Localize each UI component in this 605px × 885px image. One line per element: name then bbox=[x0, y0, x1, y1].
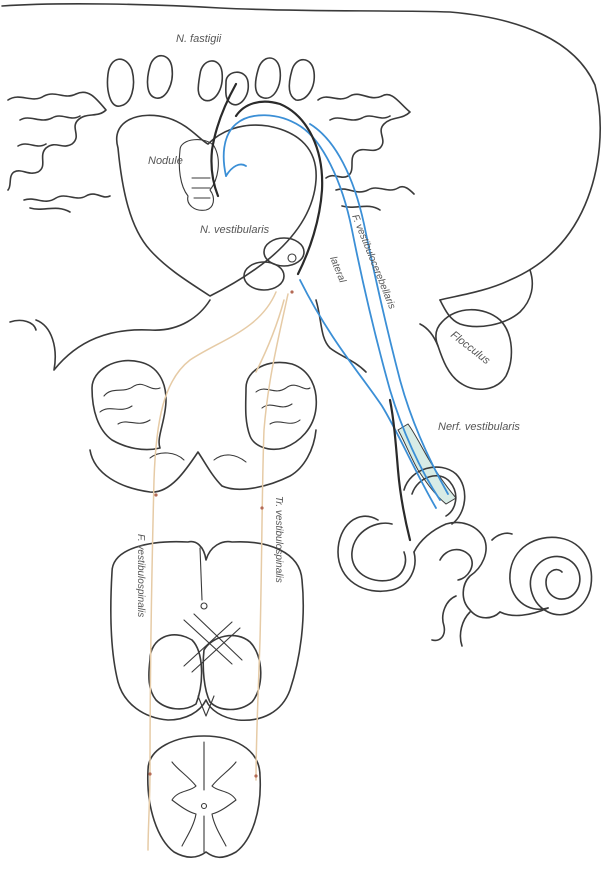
cerebellar-white-matter bbox=[117, 115, 316, 296]
label-nerv-vestibularis: Nerf. vestibularis bbox=[438, 421, 520, 433]
label-vestibulocerebellaris: F. vestibulocerebellaris bbox=[349, 213, 397, 311]
label-lateral: lateral bbox=[327, 255, 348, 285]
brainstem-left-edge bbox=[10, 320, 36, 330]
label-vestibulospinal-left: F. vestibulospinalis bbox=[135, 534, 146, 617]
cochlea bbox=[510, 537, 592, 614]
left-hemisphere-folia bbox=[8, 92, 110, 212]
label-nodule: Nodule bbox=[148, 155, 183, 167]
medulla-right-lobe bbox=[246, 362, 317, 449]
vestibular-nucleus-lower bbox=[244, 262, 284, 290]
cerebellum-outline bbox=[2, 4, 600, 300]
label-n-vestibularis: N. vestibularis bbox=[200, 224, 270, 236]
label-vestibulospinal: Tr. vestibulospinalis bbox=[273, 496, 284, 583]
label-flocculus: Flocculus bbox=[448, 329, 492, 367]
right-hemisphere-folia bbox=[318, 94, 414, 210]
cerebellum-lower-contour bbox=[440, 270, 532, 327]
brainstem-right-edge bbox=[316, 300, 366, 372]
inner-ear-labyrinth bbox=[338, 467, 592, 646]
olive-left bbox=[149, 635, 202, 709]
label-n-fastigii: N. fastigii bbox=[176, 33, 222, 45]
vestibulospinal-tracts bbox=[148, 292, 288, 850]
vermis-folia bbox=[108, 56, 315, 106]
medulla-body bbox=[90, 430, 316, 492]
olive-right bbox=[203, 636, 261, 710]
brainstem-upper-outline bbox=[36, 300, 210, 370]
medulla-left-lobe bbox=[92, 361, 166, 450]
